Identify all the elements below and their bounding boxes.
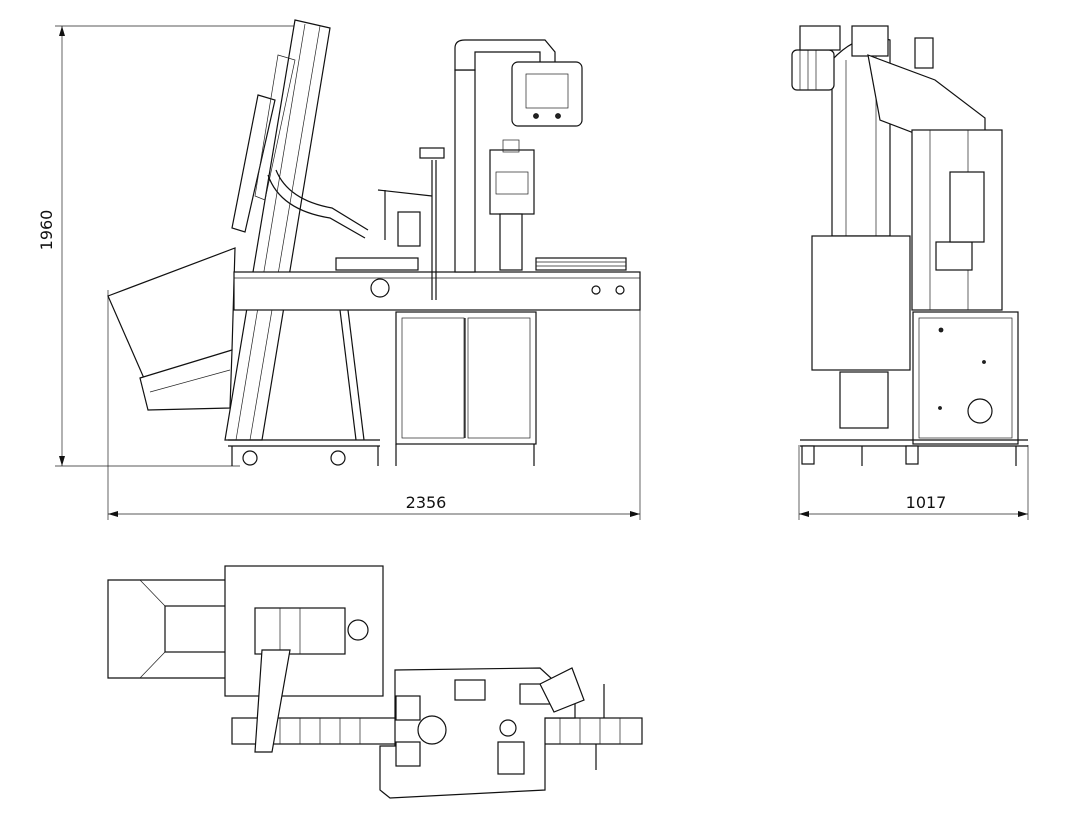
side-bin <box>811 235 911 371</box>
front-view <box>107 19 641 466</box>
height-dimension-label: 1960 <box>37 210 56 251</box>
dimension-lines <box>55 25 1029 520</box>
column <box>454 69 476 273</box>
side-view <box>791 25 1028 466</box>
depth-dimension-label: 1017 <box>906 493 947 512</box>
control-panel <box>511 61 583 127</box>
top-view <box>107 565 643 799</box>
cabinet <box>395 311 537 445</box>
side-cabinet <box>912 311 1019 445</box>
side-motor <box>791 49 835 91</box>
capping-head <box>489 149 535 215</box>
width-dimension-label: 2356 <box>406 493 447 512</box>
